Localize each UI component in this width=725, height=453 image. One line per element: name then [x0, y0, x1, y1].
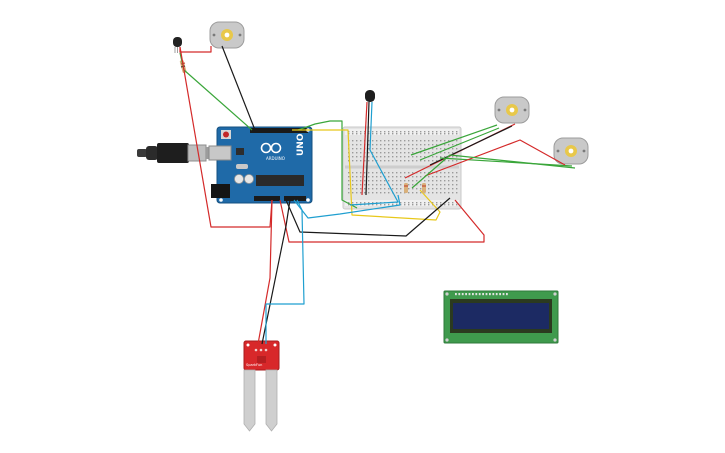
lcd-header-pins	[455, 293, 508, 296]
sensor-brand-label: SparkFun	[246, 363, 262, 367]
arduino-uno-board[interactable]: ARDUINO UNO	[208, 126, 313, 204]
soil-moisture-sensor[interactable]: SparkFun	[243, 340, 280, 432]
wire-black-bb-sensor	[365, 101, 370, 196]
wire-green-motor1-a	[410, 124, 498, 156]
wire-red-bb-sensor	[361, 101, 368, 196]
arduino-logo	[260, 142, 282, 154]
wire-black-board-breadboard	[285, 197, 451, 237]
wire-green-motor1-b	[419, 127, 500, 161]
usb-cable[interactable]	[137, 143, 218, 163]
lcd-display[interactable]	[443, 290, 559, 344]
wire-green-sensor-signal	[179, 52, 253, 131]
wire-green-motor2-b	[411, 154, 576, 189]
wire-red-sensor-5v	[179, 46, 273, 228]
wires	[179, 45, 576, 345]
wire-green-board-breadboard	[297, 120, 358, 209]
wire-blue-sensor-board	[265, 199, 305, 344]
wire-black-sensor-board	[261, 199, 291, 345]
lcd-screen	[453, 303, 549, 329]
board-brand-label: ARDUINO	[266, 156, 285, 161]
breadboard-holes	[348, 131, 458, 206]
breadboard[interactable]	[342, 126, 462, 210]
wire-red-motor2	[424, 139, 566, 177]
board-model-label: UNO	[296, 133, 306, 156]
dc-motor-top[interactable]	[209, 21, 245, 49]
wire-red-sensor-board	[257, 199, 273, 345]
temperature-sensor-breadboard[interactable]	[365, 90, 375, 102]
wire-red-sensor-motor	[179, 46, 212, 53]
wire-blue-board-breadboard	[293, 194, 401, 219]
breadboard-resistors[interactable]	[404, 183, 426, 193]
dc-motor-right-1[interactable]	[494, 96, 530, 124]
wire-blue-bb-sensor	[349, 101, 399, 206]
wire-black-motor-gnd	[221, 45, 256, 131]
dc-motor-right-2[interactable]	[553, 137, 589, 165]
wire-yellow-board-breadboard	[292, 129, 441, 221]
wire-green-motor2	[439, 157, 573, 167]
